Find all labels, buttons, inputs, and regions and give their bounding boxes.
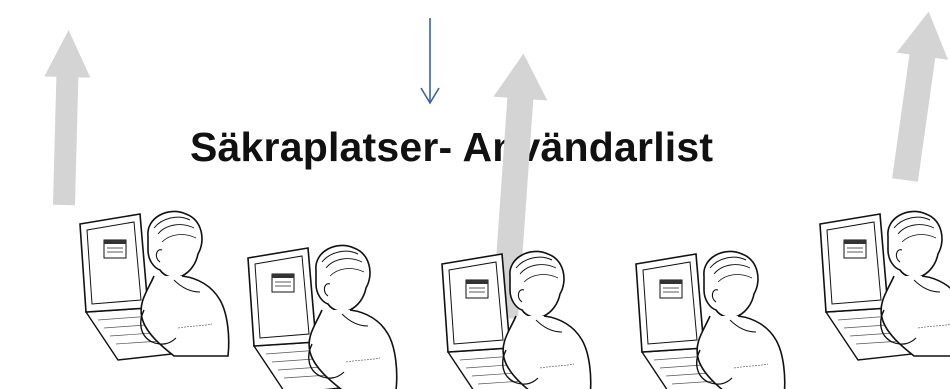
up-arrow-icon <box>492 53 548 319</box>
user-at-laptop-icon <box>635 250 786 389</box>
user-at-laptop-icon <box>247 244 398 389</box>
up-arrow-icon <box>44 30 91 206</box>
up-arrow-icon <box>892 11 949 182</box>
user-at-laptop-icon <box>441 250 592 389</box>
down-arrow-icon <box>420 18 440 105</box>
diagram-title: Säkraplatser- Användarlist <box>190 124 714 170</box>
user-at-laptop-icon <box>819 210 950 361</box>
user-at-laptop-icon <box>79 210 230 361</box>
